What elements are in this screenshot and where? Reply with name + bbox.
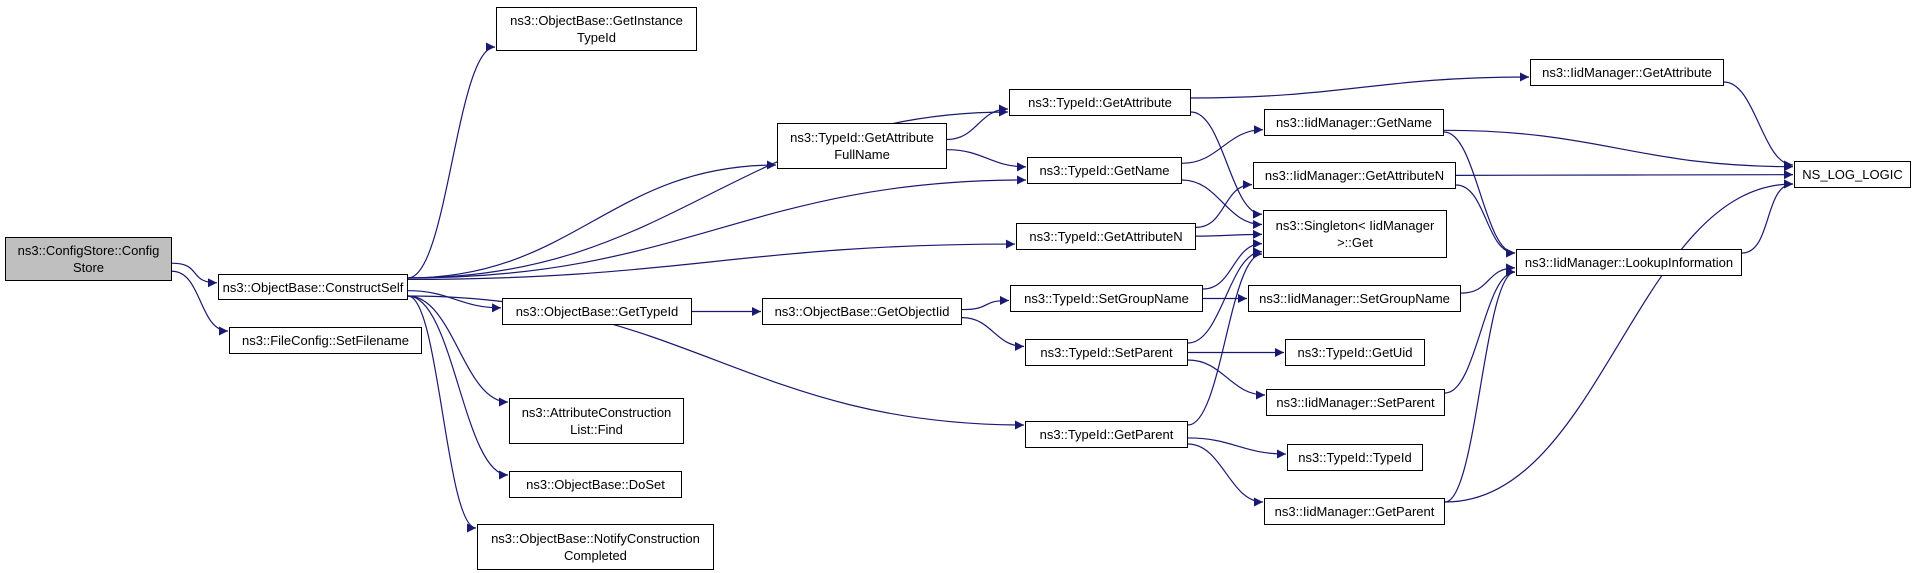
edge-typeid_get_attribute-to-iidmanager_get_attribute [1190, 72, 1530, 99]
edge-typeid_get_parent-to-singleton_get [1187, 249, 1263, 426]
edge-typeid_set_parent-to-singleton_get [1187, 247, 1263, 344]
edge-construct_self-to-objectbase_get_typeid [407, 290, 502, 313]
node-iidmanager-lookupinformation[interactable]: ns3::IidManager::LookupInformation [1516, 249, 1742, 276]
edge-typeid_get_attribute_n-to-singleton_get [1195, 229, 1263, 239]
node-objectbase-notifyconstructioncompleted[interactable]: ns3::ObjectBase::NotifyConstruction Comp… [477, 524, 714, 570]
edge-typeid_get_attribute_fullname-to-typeid_get_name [946, 149, 1027, 172]
edge-config_store-to-file_config_set_filename [171, 270, 229, 336]
edge-typeid_get_attribute-to-singleton_get [1190, 111, 1263, 219]
edge-objectbase_get_object_iid-to-typeid_set_parent [961, 317, 1025, 351]
node-objectbase-getobjectiid[interactable]: ns3::ObjectBase::GetObjectIid [762, 298, 962, 325]
node-typeid-getattributefullname[interactable]: ns3::TypeId::GetAttribute FullName [777, 123, 947, 169]
edge-typeid_get_name-to-iidmanager_get_name [1181, 125, 1264, 164]
edge-iidmanager_get_parent-to-iidmanager_lookup_information [1444, 267, 1516, 503]
edge-construct_self-to-typeid_get_attribute [407, 107, 1009, 279]
edge-construct_self-to-typeid_get_name [407, 175, 1027, 279]
node-typeid-getattribute[interactable]: ns3::TypeId::GetAttribute [1009, 89, 1191, 116]
edge-construct_self-to-get_instance_typeid [407, 42, 496, 279]
edge-iidmanager_set_group_name-to-iidmanager_lookup_information [1460, 263, 1516, 294]
edge-iidmanager_lookup_information-to-ns_log_logic [1741, 179, 1794, 254]
node-objectbase-getinstancetypeid[interactable]: ns3::ObjectBase::GetInstance TypeId [496, 7, 697, 51]
edge-iidmanager_get_name-to-ns_log_logic [1443, 129, 1794, 172]
edge-iidmanager_get_attribute-to-ns_log_logic [1723, 81, 1794, 170]
node-typeid-getattributen[interactable]: ns3::TypeId::GetAttributeN [1016, 223, 1196, 250]
edge-construct_self-to-typeid_get_attribute_n [407, 239, 1016, 281]
node-objectbase-constructself[interactable]: ns3::ObjectBase::ConstructSelf [218, 274, 408, 300]
node-typeid-setparent[interactable]: ns3::TypeId::SetParent [1025, 339, 1188, 366]
edge-iidmanager_get_name-to-iidmanager_lookup_information [1443, 131, 1516, 258]
edge-typeid_get_attribute_fullname-to-typeid_get_attribute [946, 104, 1009, 141]
edge-typeid_set_group_name-to-singleton_get [1202, 239, 1263, 290]
node-typeid-typeid[interactable]: ns3::TypeId::TypeId [1287, 444, 1423, 471]
edge-typeid_get_attribute_n-to-iidmanager_get_attribute_n [1195, 180, 1253, 228]
node-singleton-iidmanager-get[interactable]: ns3::Singleton< IidManager >::Get [1263, 210, 1447, 258]
edge-construct_self-to-attribute_construction_list_find [407, 295, 509, 407]
node-typeid-getname[interactable]: ns3::TypeId::GetName [1027, 157, 1182, 184]
edge-construct_self-to-objectbase_doset [407, 295, 509, 480]
node-typeid-getuid[interactable]: ns3::TypeId::GetUid [1285, 339, 1425, 366]
node-ns-log-logic[interactable]: NS_LOG_LOGIC [1794, 161, 1911, 188]
node-typeid-setgroupname[interactable]: ns3::TypeId::SetGroupName [1010, 285, 1203, 312]
node-attributeconstructionlist-find[interactable]: ns3::AttributeConstruction List::Find [509, 398, 684, 444]
node-config-store: ns3::ConfigStore::Config Store [5, 237, 172, 281]
edge-construct_self-to-typeid_get_attribute_fullname [407, 160, 777, 279]
edge-typeid_get_parent-to-iidmanager_get_parent [1187, 443, 1264, 507]
edge-typeid_get_parent-to-typeid_typeid [1187, 437, 1287, 459]
edge-iidmanager_get_attribute_n-to-iidmanager_lookup_information [1455, 184, 1516, 258]
edge-typeid_get_name-to-singleton_get [1181, 179, 1263, 229]
node-iidmanager-getname[interactable]: ns3::IidManager::GetName [1264, 109, 1444, 136]
node-iidmanager-setparent[interactable]: ns3::IidManager::SetParent [1266, 389, 1445, 416]
node-iidmanager-getparent[interactable]: ns3::IidManager::GetParent [1264, 498, 1445, 525]
node-iidmanager-getattribute[interactable]: ns3::IidManager::GetAttribute [1530, 59, 1724, 86]
node-typeid-getparent[interactable]: ns3::TypeId::GetParent [1025, 421, 1188, 448]
edge-objectbase_get_object_iid-to-typeid_set_group_name [961, 295, 1010, 311]
node-iidmanager-setgroupname[interactable]: ns3::IidManager::SetGroupName [1248, 285, 1461, 312]
edge-iidmanager_set_parent-to-iidmanager_lookup_information [1444, 267, 1516, 394]
node-objectbase-doset[interactable]: ns3::ObjectBase::DoSet [509, 471, 682, 498]
node-fileconfig-setfilename[interactable]: ns3::FileConfig::SetFilename [229, 327, 422, 354]
edge-iidmanager_get_parent-to-ns_log_logic [1444, 179, 1794, 503]
edge-construct_self-to-objectbase_notify_construction_completed [407, 295, 477, 533]
node-objectbase-gettypeid[interactable]: ns3::ObjectBase::GetTypeId [502, 298, 692, 325]
node-iidmanager-getattributen[interactable]: ns3::IidManager::GetAttributeN [1253, 162, 1456, 189]
edge-iidmanager_get_attribute_n-to-ns_log_logic [1455, 170, 1794, 180]
edge-typeid_set_parent-to-iidmanager_set_parent [1187, 359, 1266, 400]
edge-config_store-to-construct_self [171, 262, 218, 288]
